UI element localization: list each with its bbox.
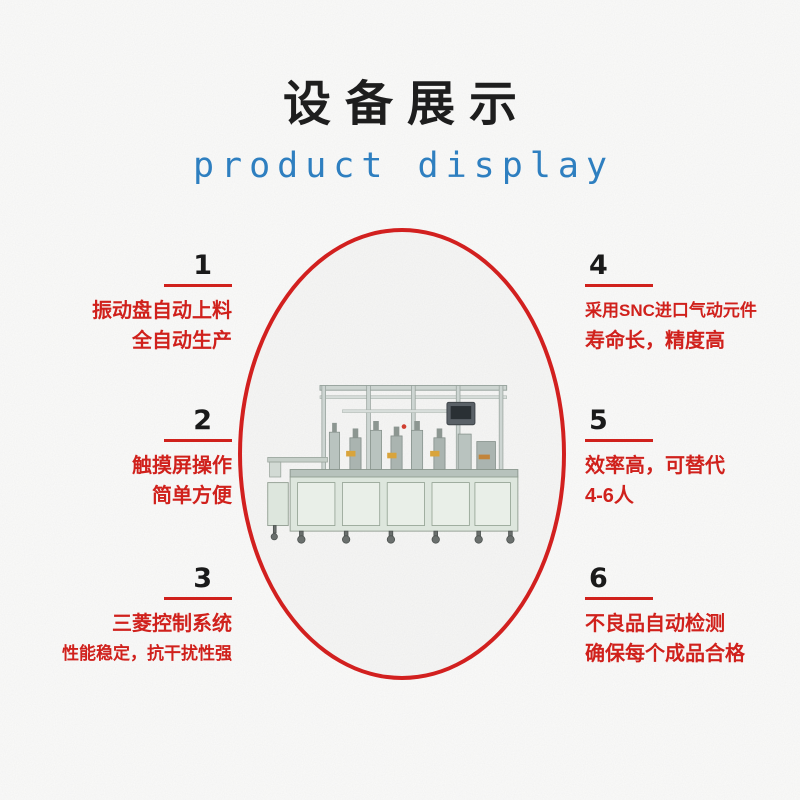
feature-4-line-2: 寿命长，精度高	[585, 330, 725, 352]
feature-5-line-2: 4-6人	[585, 485, 634, 507]
feature-3-line-1: 三菱控制系统	[112, 613, 232, 635]
feature-1-underline	[164, 284, 232, 287]
machine-control-screen	[446, 401, 476, 426]
feature-1: 1 振动盘自动上料 全自动生产	[17, 252, 232, 356]
feature-5-number: 5	[589, 405, 608, 436]
feature-4: 4 采用SNC进口气动元件 寿命长，精度高	[585, 252, 800, 356]
feature-6-number: 6	[589, 563, 608, 594]
feature-5: 5 效率高，可替代 4-6人	[585, 407, 800, 511]
feature-1-line-1: 振动盘自动上料	[92, 300, 232, 322]
feature-4-number: 4	[589, 250, 608, 281]
feature-3-line-2: 性能稳定，抗干扰性强	[62, 644, 232, 663]
feature-3-number: 3	[193, 563, 212, 594]
feature-1-line-2: 全自动生产	[132, 330, 232, 352]
page-title: 设备展示	[282, 76, 531, 132]
feature-4-line-1: 采用SNC进口气动元件	[585, 301, 757, 320]
machine-photo	[267, 385, 519, 544]
page-subtitle: product display	[192, 146, 615, 186]
feature-3-underline	[164, 597, 232, 600]
feature-5-line-1: 效率高，可替代	[585, 455, 725, 477]
feature-6: 6 不良品自动检测 确保每个成品合格	[585, 565, 800, 669]
feature-2-line-1: 触摸屏操作	[132, 455, 232, 477]
machine-table-top	[289, 469, 519, 478]
feature-6-line-1: 不良品自动检测	[585, 613, 725, 635]
feature-2-underline	[164, 439, 232, 442]
feature-2: 2 触摸屏操作 简单方便	[17, 407, 232, 511]
feature-2-number: 2	[193, 405, 212, 436]
feature-6-underline	[585, 597, 653, 600]
feature-5-underline	[585, 439, 653, 442]
machine-left-cabinet	[267, 482, 289, 526]
feature-3: 3 三菱控制系统 性能稳定，抗干扰性强	[17, 565, 232, 669]
feature-6-line-2: 确保每个成品合格	[585, 643, 745, 665]
machine-cabinet-base	[289, 476, 519, 532]
feature-1-number: 1	[193, 250, 212, 281]
hero-ellipse-frame	[238, 228, 566, 680]
feature-2-line-2: 简单方便	[152, 485, 232, 507]
feature-4-underline	[585, 284, 653, 287]
